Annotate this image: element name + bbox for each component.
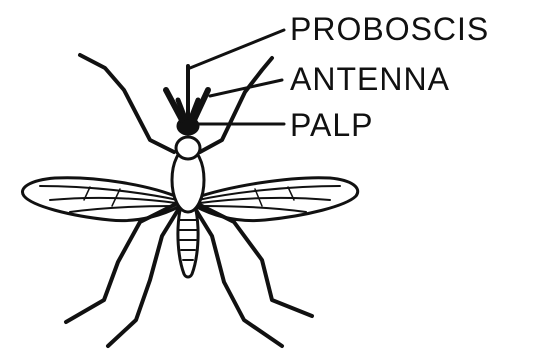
label-proboscis: PROBOSCIS xyxy=(290,11,489,47)
abdomen xyxy=(178,210,198,277)
thorax xyxy=(172,137,204,212)
label-palp: PALP xyxy=(290,107,373,143)
label-antenna: ANTENNA xyxy=(290,61,450,97)
